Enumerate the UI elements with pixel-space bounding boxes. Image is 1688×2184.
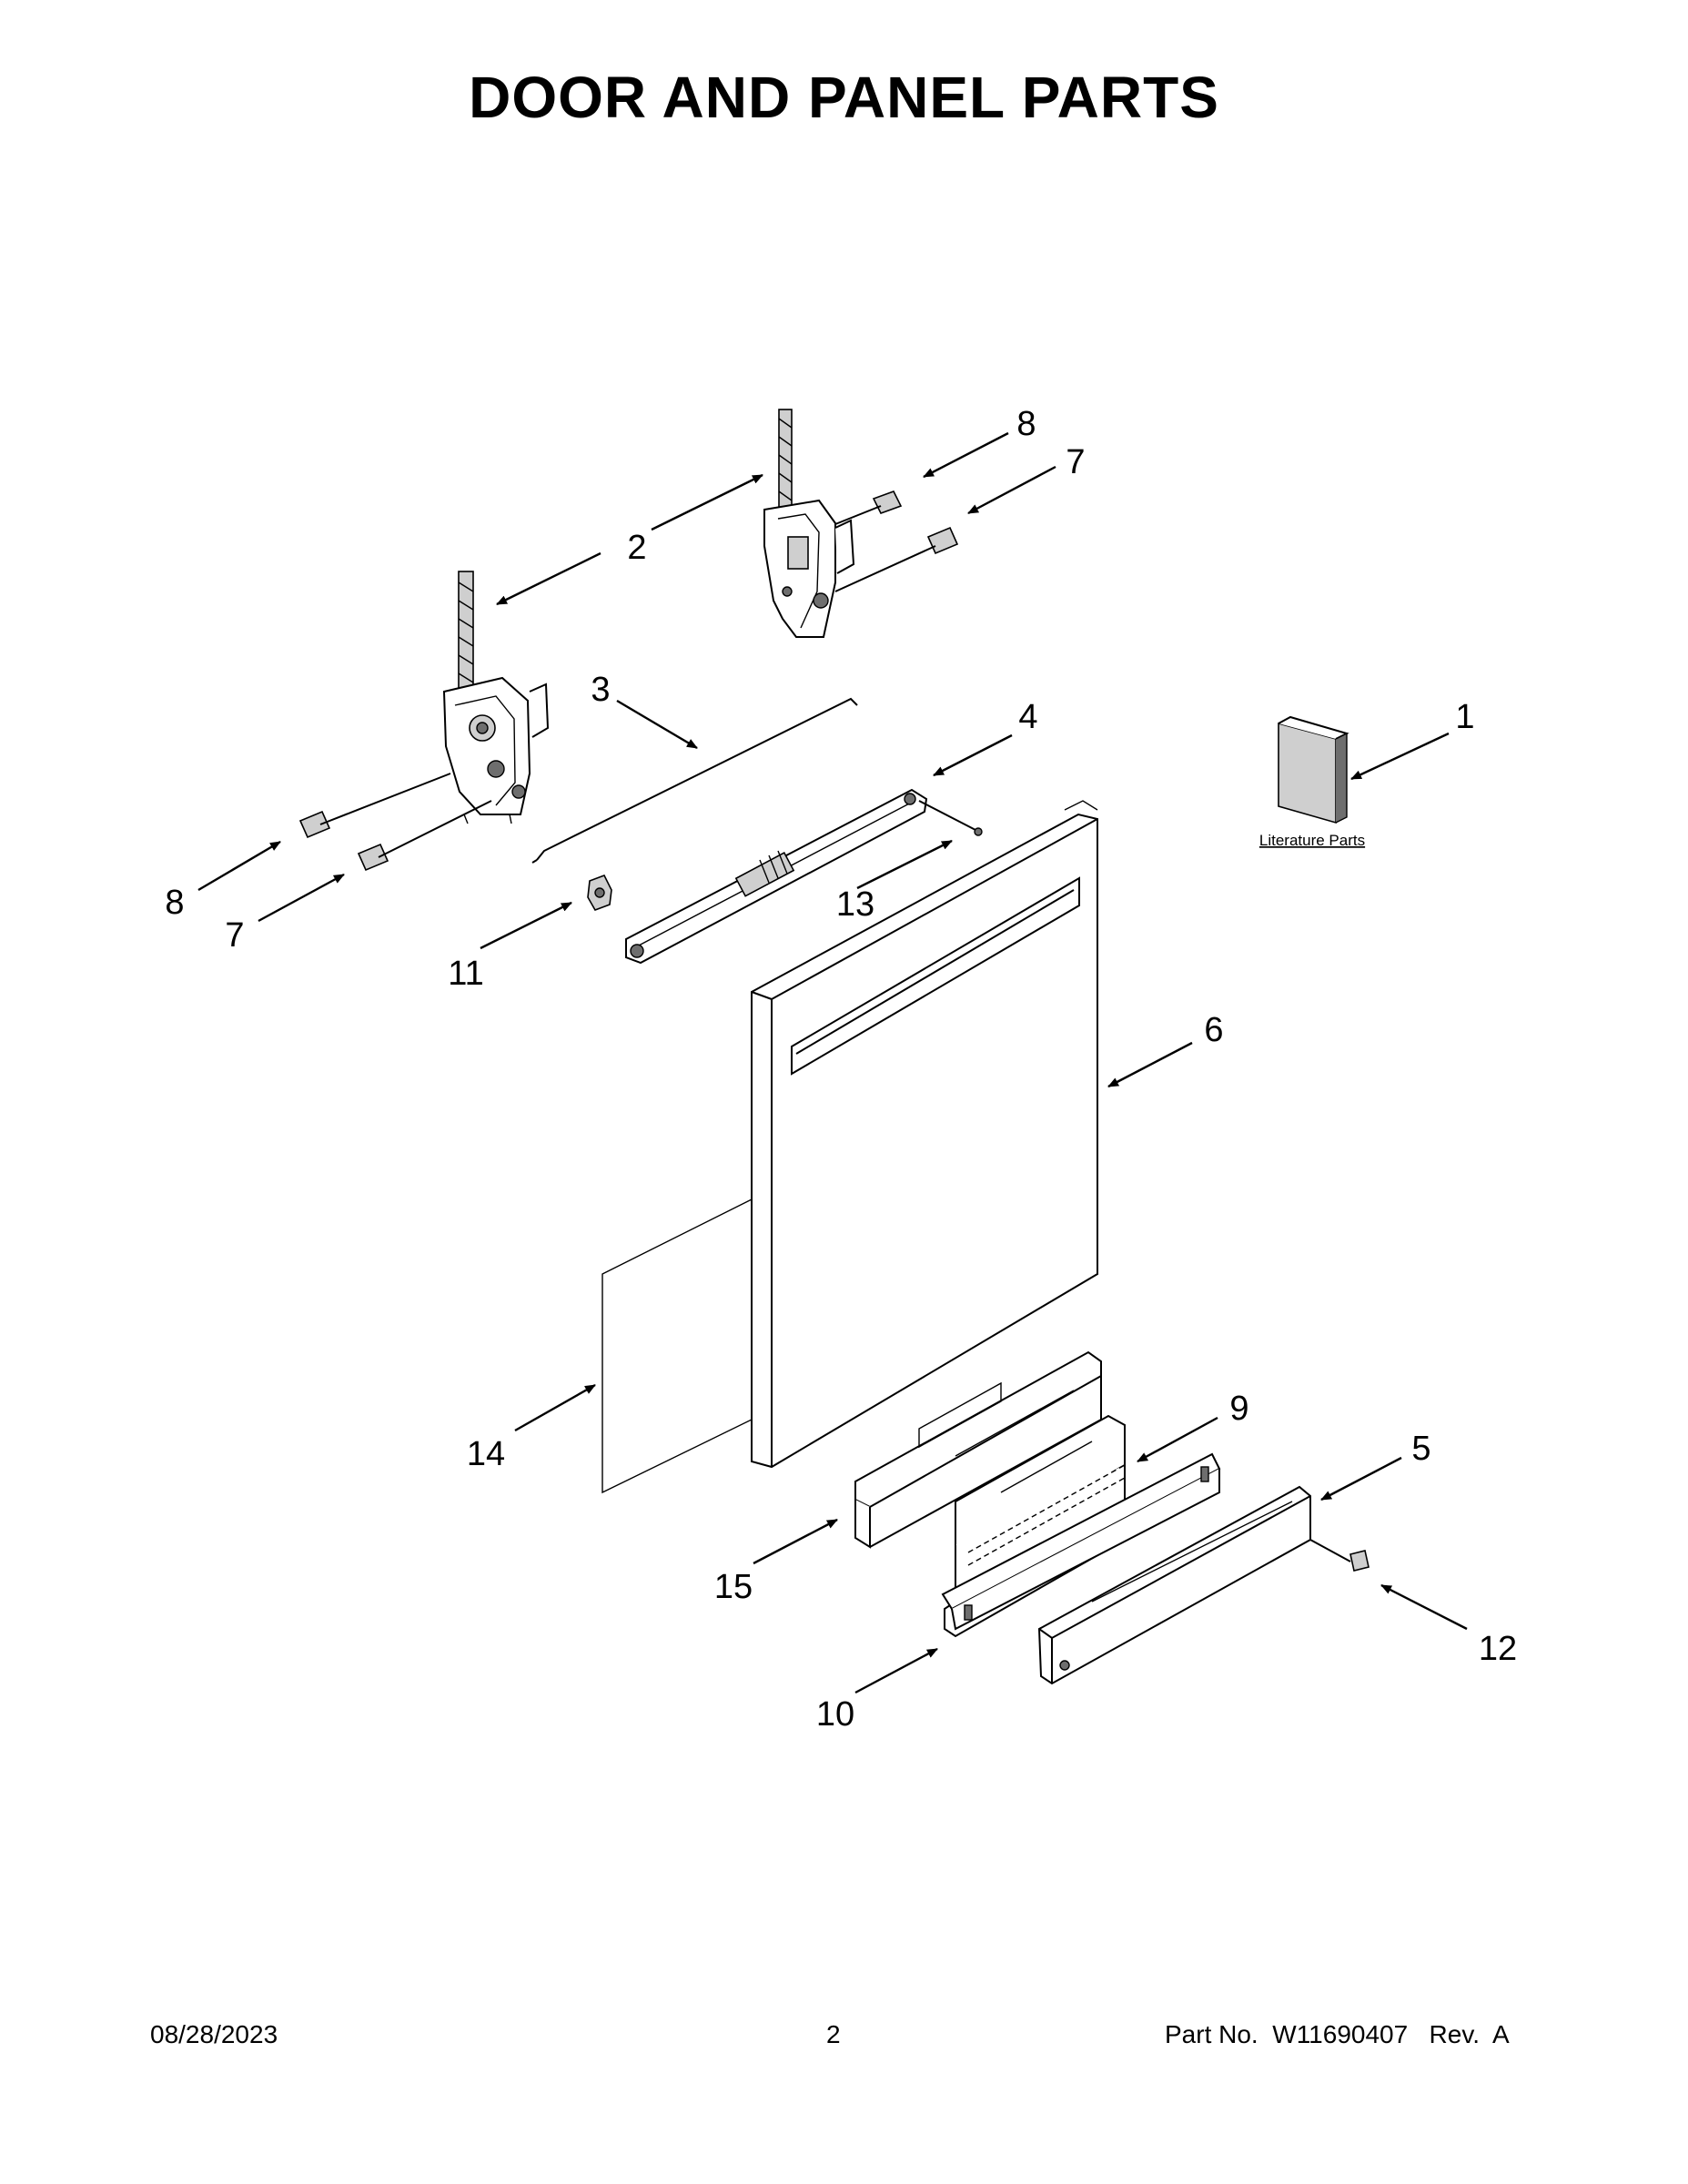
footer-date: 08/28/2023 [150,2020,278,2048]
callout-12: 12 [1479,1630,1517,1668]
rod-drawing [531,697,858,864]
callout-4: 4 [1018,698,1037,736]
callout-5: 5 [1411,1430,1430,1468]
vent-assembly-drawing [625,788,983,965]
screws-drawing [298,490,959,872]
callout-1: 1 [1455,698,1474,736]
callout-6: 6 [1204,1011,1223,1049]
door-panel-drawing [751,800,1098,1469]
callout-9: 9 [1229,1390,1248,1428]
callout-15: 15 [714,1568,753,1606]
leader-arrows [197,431,1468,1694]
clip-drawing [587,874,612,911]
page-title: DOOR AND PANEL PARTS [469,65,1219,130]
callout-8-left: 8 [165,884,184,922]
footer-page-number: 2 [826,2020,841,2048]
callout-14: 14 [467,1435,505,1473]
callout-2: 2 [627,529,646,567]
callout-numbers: 1 2 3 4 5 6 7 7 8 8 9 10 11 12 13 14 15 [165,405,1517,1734]
callout-11: 11 [448,955,483,993]
kick-plate-drawing [1037,1485,1370,1685]
callout-3: 3 [591,671,610,709]
strip-drawing [941,1452,1221,1631]
callout-7-left: 7 [225,916,244,955]
callout-10: 10 [816,1695,854,1734]
hinge-right-drawing [763,409,855,638]
callout-13: 13 [836,885,874,924]
callout-7-right: 7 [1066,443,1085,481]
callout-8-right: 8 [1016,405,1036,443]
literature-parts-label: Literature Parts [1259,832,1365,849]
literature-drawing [1278,715,1349,824]
hinge-left-drawing [442,571,550,824]
footer-part-number: Part No. W11690407 Rev. A [1165,2020,1510,2048]
insulation-sheet-drawing [601,1198,753,1494]
